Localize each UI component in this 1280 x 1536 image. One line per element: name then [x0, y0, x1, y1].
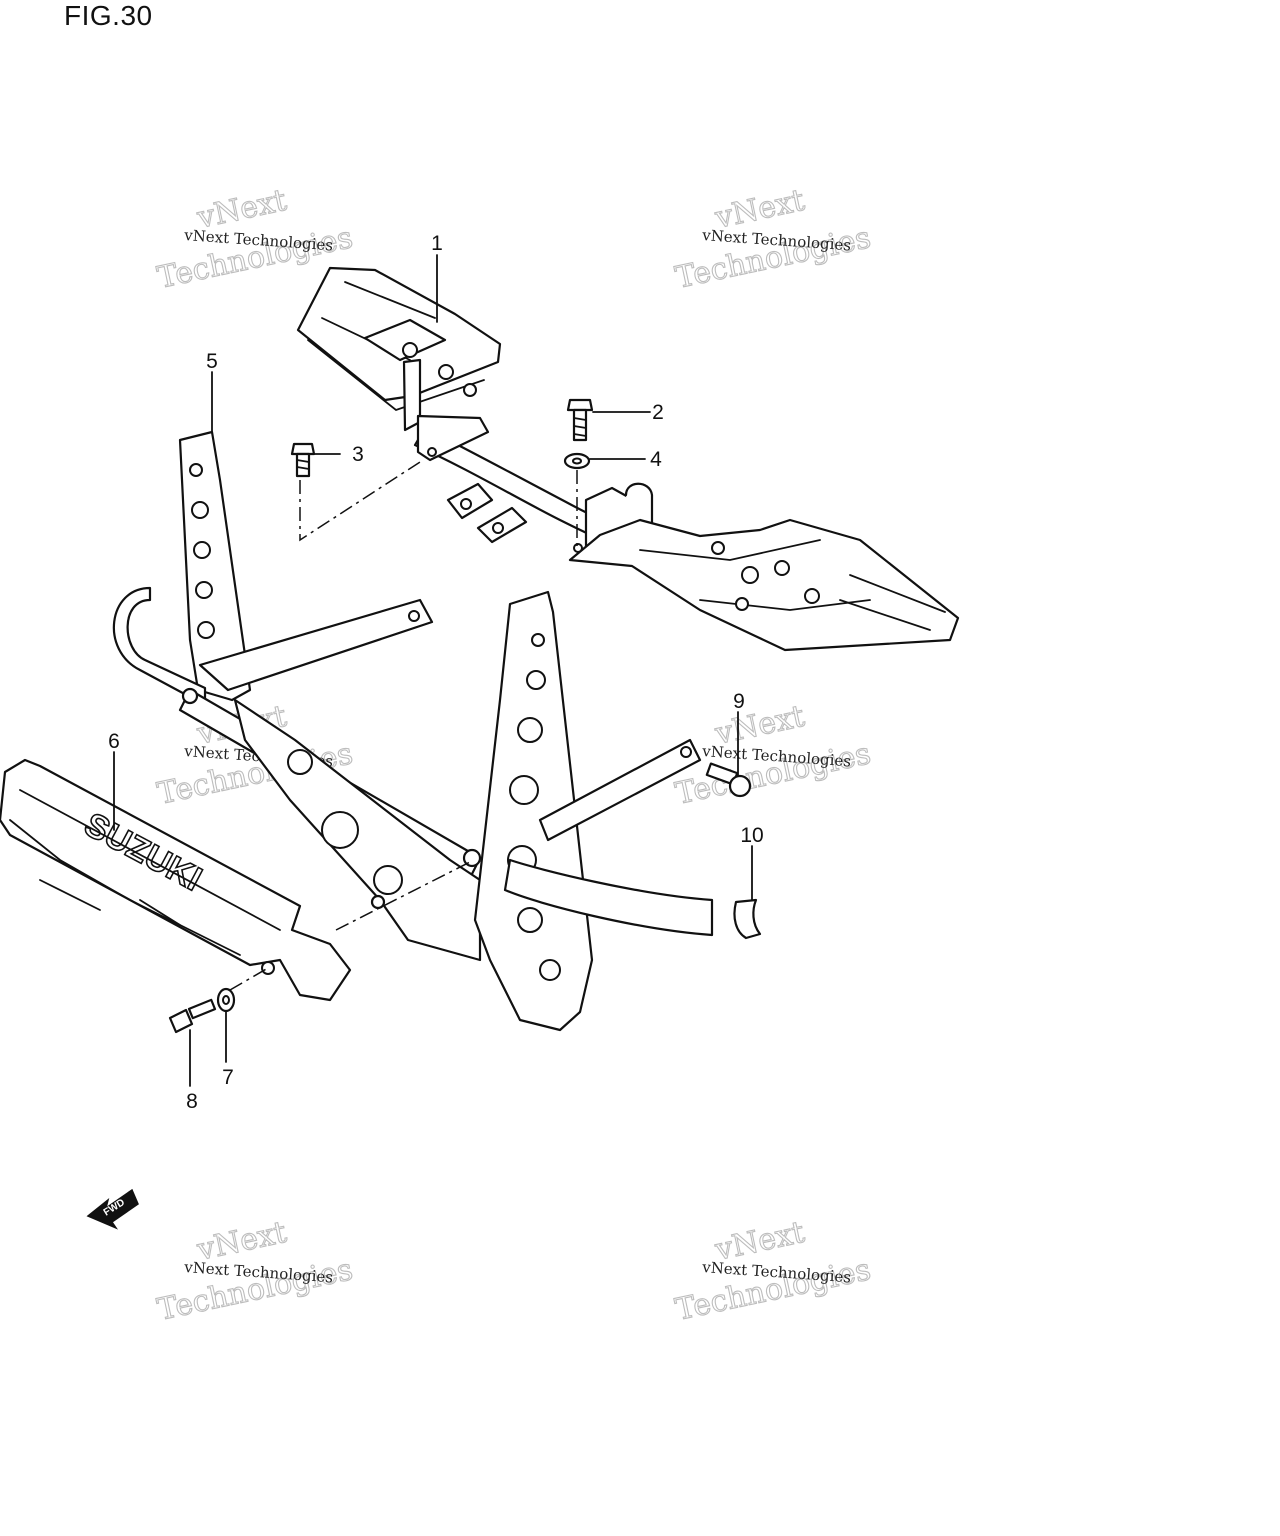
part-1-footrest-assembly — [296, 266, 960, 652]
callout-4: 4 — [650, 448, 662, 471]
part-8-bolt — [168, 998, 217, 1034]
watermark-bottom-left: vNext Technologies vNext Technologies — [154, 1214, 357, 1328]
part-9-bolt — [705, 762, 752, 798]
callout-3: 3 — [352, 443, 364, 466]
callout-10: 10 — [740, 824, 763, 847]
callout-5: 5 — [206, 350, 218, 373]
callout-7: 7 — [222, 1066, 234, 1089]
watermark-bottom-right: vNext Technologies vNext Technologies — [672, 1214, 875, 1328]
callout-9: 9 — [733, 690, 745, 713]
watermark-top-right: vNext Technologies vNext Technologies — [672, 182, 875, 296]
part-3-bolt — [290, 442, 316, 478]
figure-title: FIG.30 — [64, 0, 153, 31]
assembly-lines — [229, 461, 578, 991]
callout-8: 8 — [186, 1090, 198, 1113]
callout-1: 1 — [431, 232, 443, 255]
part-6-skid-plate: SUZUKI — [0, 758, 352, 1002]
part-5-guard-bracket — [112, 430, 714, 1032]
part-4-washer — [563, 452, 591, 470]
part-7-washer — [216, 987, 236, 1013]
part-2-bolt — [566, 398, 594, 442]
callout-2: 2 — [652, 401, 664, 424]
fwd-arrow-icon: FWD — [86, 1188, 139, 1230]
callout-6: 6 — [108, 730, 120, 753]
leader-lines — [113, 254, 753, 1087]
watermark-mid-right: vNext Technologies vNext Technologies — [672, 698, 875, 812]
part-10-cap — [733, 898, 762, 940]
